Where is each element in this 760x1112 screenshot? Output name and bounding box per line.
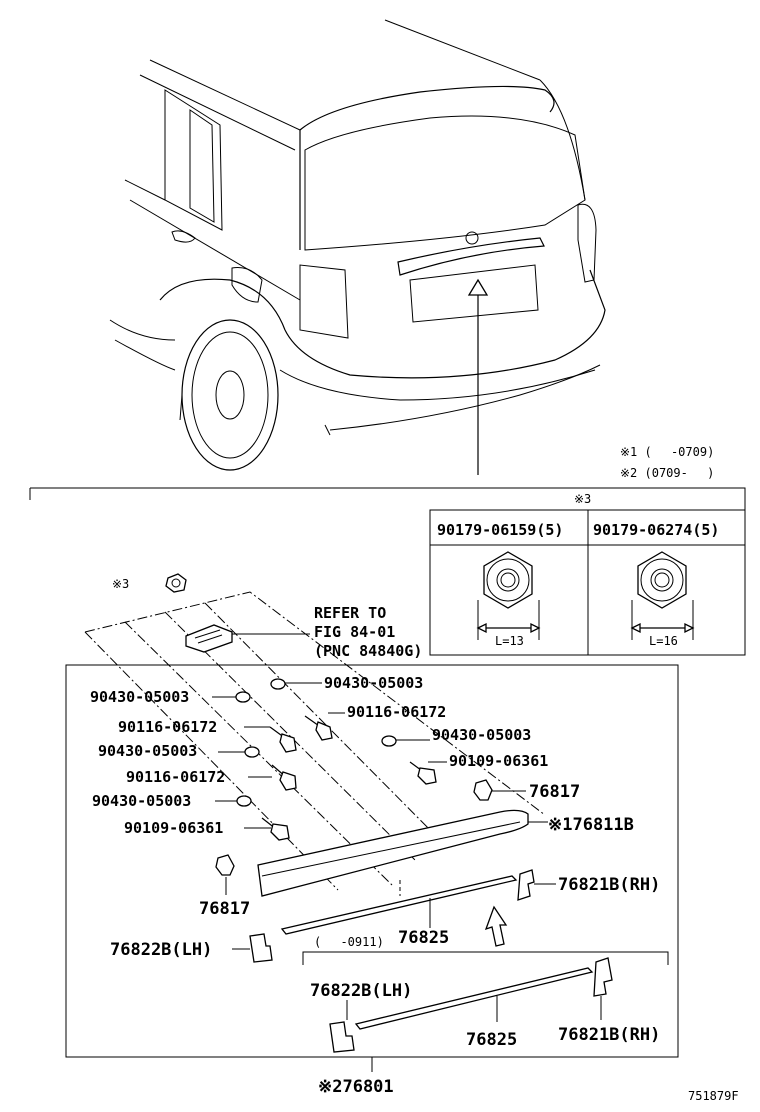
label-refer-3: (PNC 84840G) [314,642,422,660]
note-2: ※2 (0709- ) [620,466,714,480]
screw-icon [304,715,333,741]
label-p12: ※176811B [548,815,634,835]
label-p1: 90430-05003 [324,674,423,692]
washer-icon [235,691,251,703]
end-cap-rh-icon [517,869,535,901]
exploded-assembly: ※3 REFER TO FIG 84-01 (PNC 84840G) 90430… [65,573,679,1072]
washer-icon [244,746,260,758]
label-p21: ※276801 [318,1077,394,1097]
bolt-head-icon [476,551,541,640]
end-cap-rh-icon [593,957,613,997]
bolt-table: ※3 90179-06159(5) 90179-06274(5) L=13 [429,492,746,656]
detail-frame [29,487,746,510]
label-p5: 90430-05003 [432,726,531,744]
label-p8: 90116-06172 [126,768,225,786]
arrow-up-icon [484,905,508,947]
label-p9: 90109-06361 [449,752,548,770]
label-p11: 76817 [529,782,580,802]
label-mark3: ※3 [112,577,129,591]
washer-icon [236,795,252,807]
label-p17: ( -0911) [314,935,384,949]
washer-icon [381,735,397,747]
note-1: ※1 ( -0709) [620,445,714,459]
bolt-head-icon [630,551,695,640]
label-p19: 76825 [466,1030,517,1050]
version-notes: ※1 ( -0709) ※2 (0709- ) [620,445,714,480]
label-p2: 90430-05003 [90,688,189,706]
screw-icon [269,726,297,753]
bolt-length-1: L=13 [495,634,524,648]
seal-strip-icon [354,967,594,1030]
label-p7: 90430-05003 [92,792,191,810]
label-p20: 76821B(RH) [558,1025,660,1045]
bolt-table-marker: ※3 [574,492,591,506]
screw-icon [261,817,290,841]
label-p6: 90430-05003 [98,742,197,760]
diagram-code: 751879F [688,1089,739,1103]
seal-strip-icon [280,875,518,935]
clip-icon [473,779,493,801]
bolt-col-2: 90179-06274(5) [593,521,719,539]
label-p16: 76822B(LH) [110,940,212,960]
screw-icon [271,764,297,791]
label-refer-1: REFER TO [314,604,386,622]
screw-icon [409,761,437,785]
end-cap-lh-icon [249,933,273,963]
label-p15: 76825 [398,928,449,948]
vehicle-illustration [109,19,606,475]
label-p13: 76817 [199,899,250,919]
license-lamp-icon [185,624,233,653]
label-p4: 90116-06172 [118,718,217,736]
washer-icon [270,678,286,690]
bolt-col-1: 90179-06159(5) [437,521,563,539]
garnish-panel-icon [257,809,529,897]
clip-icon [215,854,235,876]
label-p10: 90109-06361 [124,819,223,837]
nut-icon [165,573,187,593]
bolt-length-2: L=16 [649,634,678,648]
label-p18: 76822B(LH) [310,981,412,1001]
label-refer-2: FIG 84-01 [314,623,395,641]
end-cap-lh-icon [329,1021,355,1053]
label-p14: 76821B(RH) [558,875,660,895]
label-p3: 90116-06172 [347,703,446,721]
